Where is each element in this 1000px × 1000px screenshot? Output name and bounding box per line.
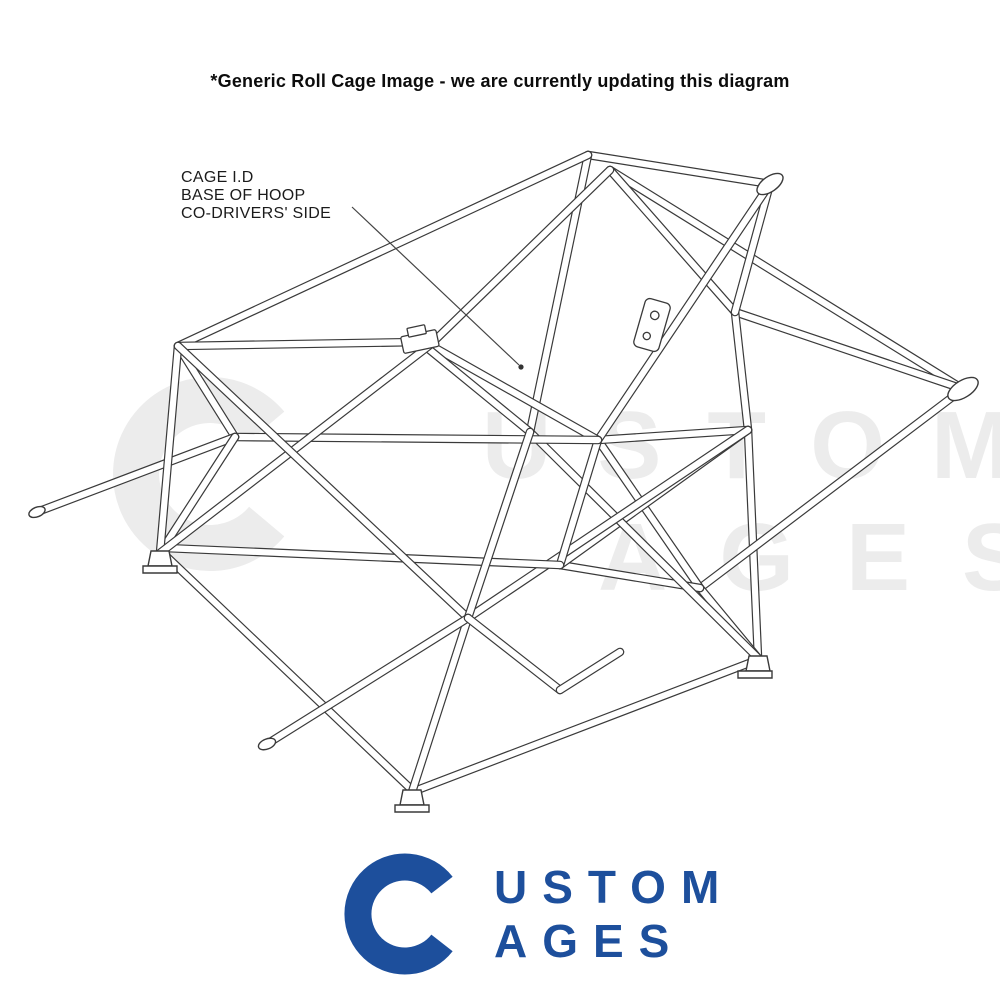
bracket-plate-detail [633,297,671,353]
logo-word-bottom: AGES [494,915,685,967]
tube-clamp-detail [400,324,440,354]
annotation-leader-line [351,206,520,366]
tube-end-caps [28,172,979,751]
watermark-word-top: USTOM [482,392,1000,499]
annotation-line-3: CO-DRIVERS' SIDE [181,205,332,222]
annotation-line-2: BASE OF HOOP [181,187,306,204]
annotation-line-1: CAGE I.D [181,169,254,186]
logo-word-top: USTOM [494,861,735,913]
mounting-feet [142,550,773,813]
logo-c-mark [325,852,485,981]
cage-annotation: CAGE I.D BASE OF HOOP CO-DRIVERS' SIDE [181,169,331,223]
annotation-leader-dot [518,364,524,370]
logo-c-icon [344,853,453,975]
cage-tubes [32,150,968,797]
watermark-word-bottom: AGES [598,504,1000,611]
disclaimer-text: *Generic Roll Cage Image - we are curren… [210,71,790,91]
